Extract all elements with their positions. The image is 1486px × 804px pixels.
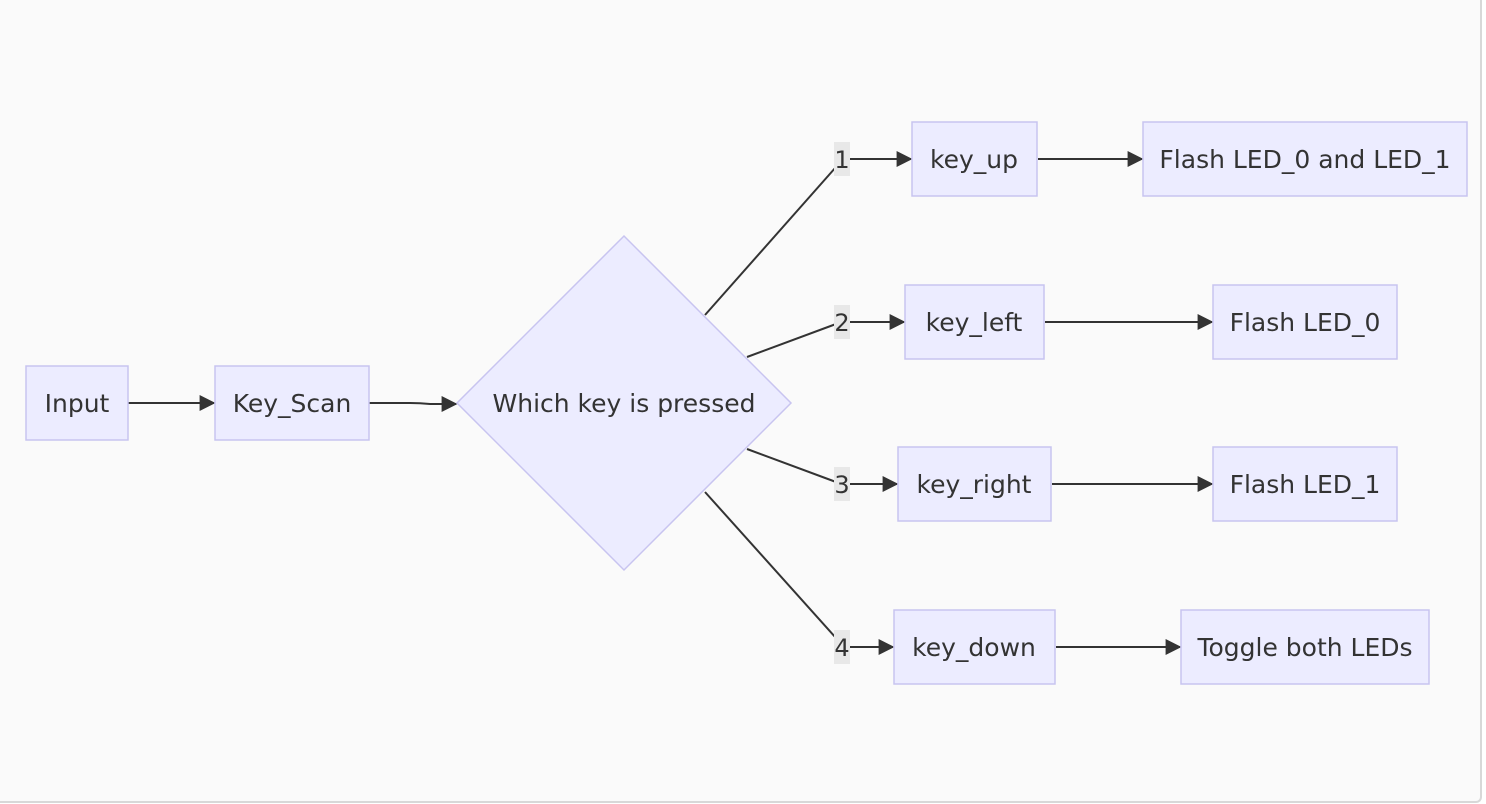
edge-decision-4 bbox=[704, 491, 837, 639]
node-flash-led0-led1[interactable]: Flash LED_0 and LED_1 bbox=[1142, 121, 1468, 197]
svg-text:2: 2 bbox=[834, 309, 849, 337]
svg-text:Key_Scan: Key_Scan bbox=[233, 389, 352, 418]
node-flash-led1[interactable]: Flash LED_1 bbox=[1212, 446, 1398, 522]
svg-text:Flash LED_1: Flash LED_1 bbox=[1230, 470, 1381, 499]
svg-text:key_up: key_up bbox=[930, 145, 1018, 174]
svg-text:1: 1 bbox=[834, 146, 849, 174]
svg-text:Flash LED_0: Flash LED_0 bbox=[1230, 308, 1381, 337]
svg-text:Flash LED_0 and LED_1: Flash LED_0 and LED_1 bbox=[1159, 145, 1450, 174]
edge-keyscan-decision bbox=[369, 396, 458, 412]
svg-text:key_left: key_left bbox=[926, 308, 1023, 337]
node-toggle-both-leds[interactable]: Toggle both LEDs bbox=[1180, 609, 1430, 685]
node-key-left[interactable]: key_left bbox=[904, 284, 1045, 360]
svg-text:Input: Input bbox=[45, 389, 110, 418]
svg-text:Which key is pressed: Which key is pressed bbox=[493, 389, 756, 418]
edge-label-2: 2 bbox=[834, 305, 850, 339]
edge-decision-3 bbox=[746, 448, 837, 483]
svg-text:key_down: key_down bbox=[912, 633, 1036, 662]
node-key-scan[interactable]: Key_Scan bbox=[214, 365, 370, 441]
svg-text:key_right: key_right bbox=[916, 470, 1031, 499]
node-flash-led0[interactable]: Flash LED_0 bbox=[1212, 284, 1398, 360]
node-decision[interactable]: Which key is pressed bbox=[455, 234, 793, 572]
node-input[interactable]: Input bbox=[25, 365, 129, 441]
edge-label-3: 3 bbox=[834, 467, 850, 501]
edge-decision-2 bbox=[746, 323, 837, 358]
node-key-up[interactable]: key_up bbox=[911, 121, 1038, 197]
edge-label-4: 4 bbox=[834, 630, 850, 664]
edge-decision-1 bbox=[704, 166, 837, 316]
svg-text:4: 4 bbox=[834, 634, 849, 662]
edge-label-1: 1 bbox=[834, 142, 850, 176]
node-key-down[interactable]: key_down bbox=[893, 609, 1056, 685]
svg-text:3: 3 bbox=[834, 471, 849, 499]
svg-text:Toggle both LEDs: Toggle both LEDs bbox=[1196, 633, 1412, 662]
node-key-right[interactable]: key_right bbox=[897, 446, 1052, 522]
